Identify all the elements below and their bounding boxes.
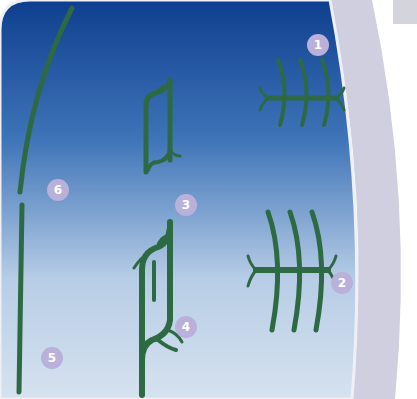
background-panel — [0, 0, 357, 399]
callout-number: 5 — [41, 347, 63, 369]
callout-number: 2 — [331, 272, 353, 294]
corner-tab — [393, 0, 417, 24]
callout-number: 6 — [47, 179, 69, 201]
callout-number: 4 — [175, 316, 197, 338]
callout-number: 1 — [307, 34, 329, 56]
stems — [19, 8, 344, 395]
callout-number: 3 — [175, 194, 197, 216]
